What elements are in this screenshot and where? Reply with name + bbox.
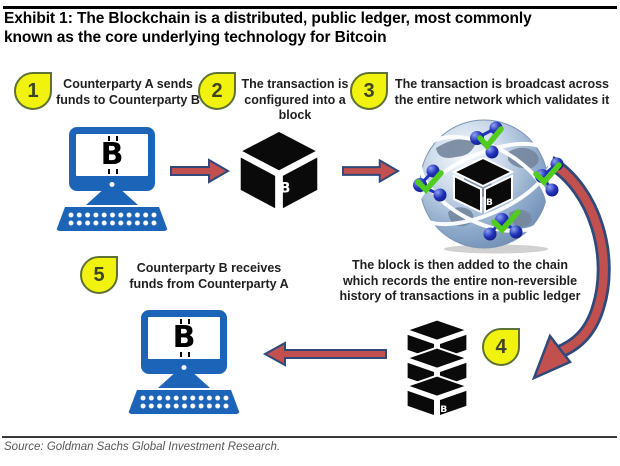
header-rule [3, 6, 617, 9]
step-2-number: 2 [211, 79, 223, 102]
node-cluster [470, 121, 504, 159]
step-5-number: 5 [93, 263, 105, 286]
exhibit-title-line2: known as the core underlying technology … [4, 28, 387, 46]
node-cluster [533, 157, 564, 197]
bitcoin-icon: B [172, 319, 196, 357]
bitcoin-icon: B [100, 136, 124, 174]
svg-text:B: B [486, 198, 493, 208]
monitor-stand [86, 190, 138, 205]
exhibit-title-line1: Exhibit 1: The Blockchain is a distribut… [4, 10, 532, 27]
monitor-screen: B [141, 310, 227, 374]
curved-arrow-icon [531, 156, 611, 381]
source-note: Source: Goldman Sachs Global Investment … [4, 441, 281, 453]
block-cube-icon: B [236, 128, 322, 213]
monitor-stand [158, 373, 210, 388]
check-icon [415, 170, 444, 195]
node-cluster [413, 164, 447, 202]
check-icon [533, 162, 562, 187]
block-cube-icon: B [451, 156, 515, 214]
step-2-label: The transaction is configured into a blo… [241, 77, 349, 122]
step-1-number: 1 [27, 79, 39, 102]
computer-b-icon: B [128, 310, 240, 414]
orbit-rings [415, 135, 553, 233]
computer-a-icon: B [56, 127, 168, 231]
svg-text:B: B [440, 404, 447, 415]
step-4-number: 4 [495, 335, 507, 358]
step-3-number: 3 [363, 79, 375, 102]
step-2-badge: 2 [198, 72, 236, 110]
step-1-label: Counterparty A sends funds to Counterpar… [56, 77, 200, 107]
arrow-right-icon [342, 158, 400, 184]
keyboard-icon [56, 207, 168, 231]
block-cube-icon: B [404, 374, 470, 418]
step-5-label: Counterparty B receives funds from Count… [129, 261, 289, 291]
step-3-label: The transaction is broadcast across the … [394, 77, 610, 107]
check-icon [491, 209, 521, 235]
step-4-label: The block is then added to the chain whi… [339, 258, 581, 303]
step-4-badge: 4 [482, 328, 520, 366]
arrow-left-icon [262, 341, 387, 367]
keyboard-icon [128, 390, 240, 414]
footer-rule [2, 436, 617, 438]
network-globe-icon: B [413, 119, 564, 254]
node-cluster [483, 209, 523, 241]
step-5-badge: 5 [80, 256, 118, 294]
blockchain-stack-icon: B B B [404, 318, 470, 418]
block-cube-icon: B [404, 346, 470, 390]
check-icon [477, 126, 504, 151]
arrow-right-icon [170, 158, 230, 184]
monitor-button [109, 182, 115, 187]
bitcoin-icon: B [280, 180, 290, 196]
step-1-badge: 1 [14, 72, 52, 110]
step-3-badge: 3 [350, 72, 388, 110]
monitor-screen: B [69, 127, 155, 191]
monitor-button [181, 365, 187, 370]
exhibit-title: Exhibit 1: The Blockchain is a distribut… [4, 10, 532, 47]
